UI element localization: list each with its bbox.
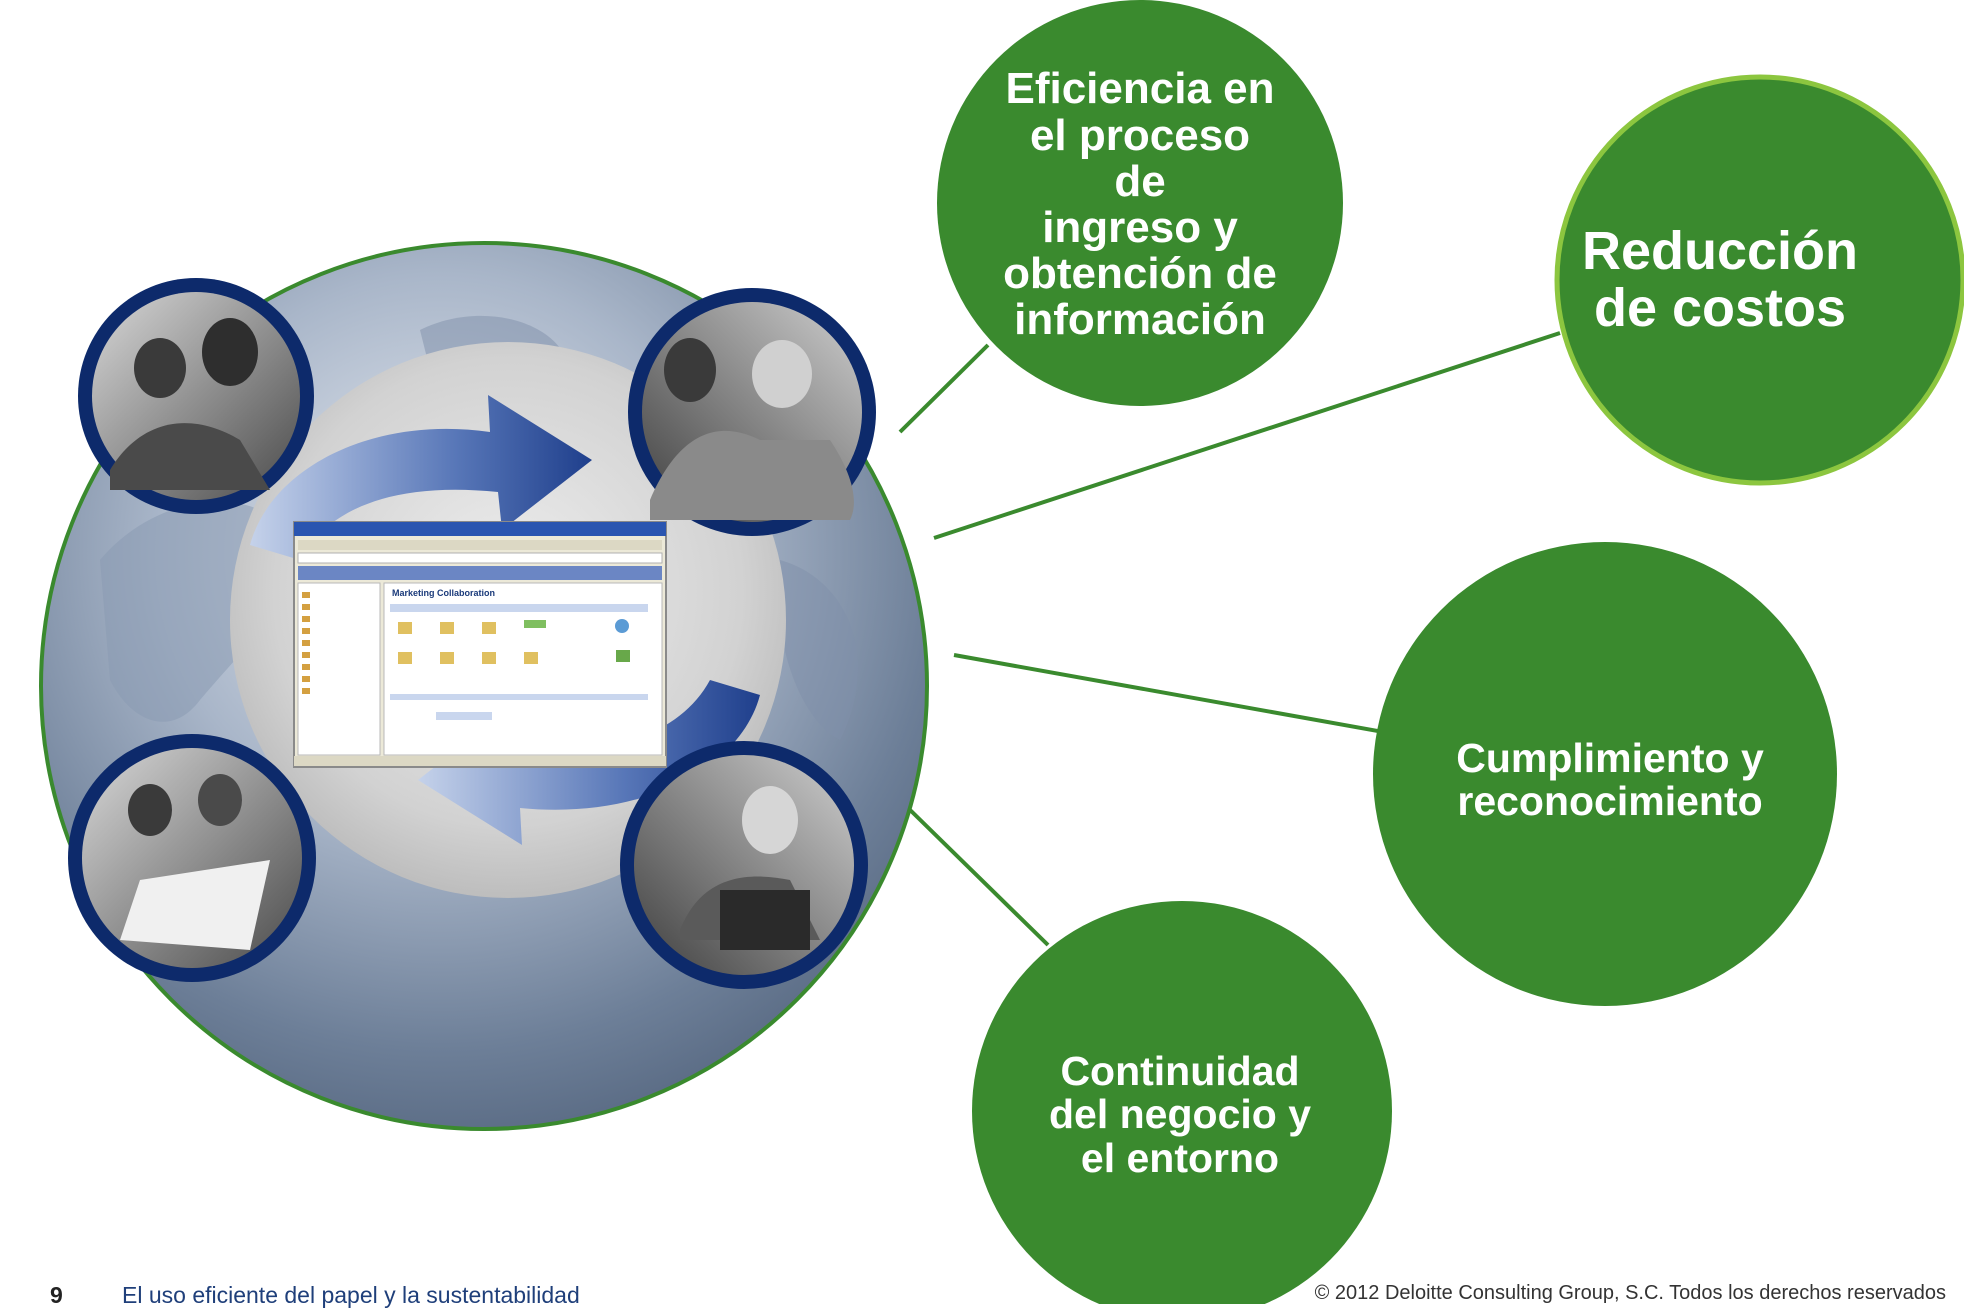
- connector-continuidad: [903, 803, 1050, 947]
- benefit-bubbles: [937, 0, 1964, 1304]
- connector-eficiencia: [898, 343, 990, 434]
- benefit-eficiencia-label: Eficiencia en el proceso de ingreso y ob…: [1003, 66, 1277, 345]
- benefit-continuidad-label: Continuidad del negocio y el entorno: [1049, 1048, 1311, 1181]
- bubble-cumplimiento: [1373, 542, 1837, 1006]
- top-cycle-arrow: [250, 395, 592, 560]
- app-window-header: Marketing Collaboration: [392, 588, 495, 598]
- photo-bottom-right: [620, 741, 868, 989]
- photo-top-left: [78, 278, 314, 514]
- connector-lines: [898, 331, 1561, 947]
- bubble-eficiencia: [937, 0, 1343, 406]
- page-number: 9: [50, 1282, 63, 1308]
- bubble-reduccion: [1554, 74, 1964, 486]
- benefit-reduccion-label: Reducción de costos: [1581, 221, 1859, 338]
- bubble-continuidad: [972, 901, 1392, 1304]
- benefit-cumplimiento-label: Cumplimiento y reconocimiento: [1456, 734, 1764, 824]
- photo-bottom-left: [68, 734, 316, 982]
- footer-copyright: © 2012 Deloitte Consulting Group, S.C. T…: [1314, 1282, 1946, 1304]
- footer-title: El uso eficiente del papel y la sustenta…: [122, 1282, 580, 1308]
- photo-top-right: [628, 288, 876, 536]
- connector-reduccion: [933, 331, 1561, 540]
- connector-cumplimiento: [953, 653, 1401, 737]
- app-window-screenshot: Marketing Collaboration: [293, 521, 667, 768]
